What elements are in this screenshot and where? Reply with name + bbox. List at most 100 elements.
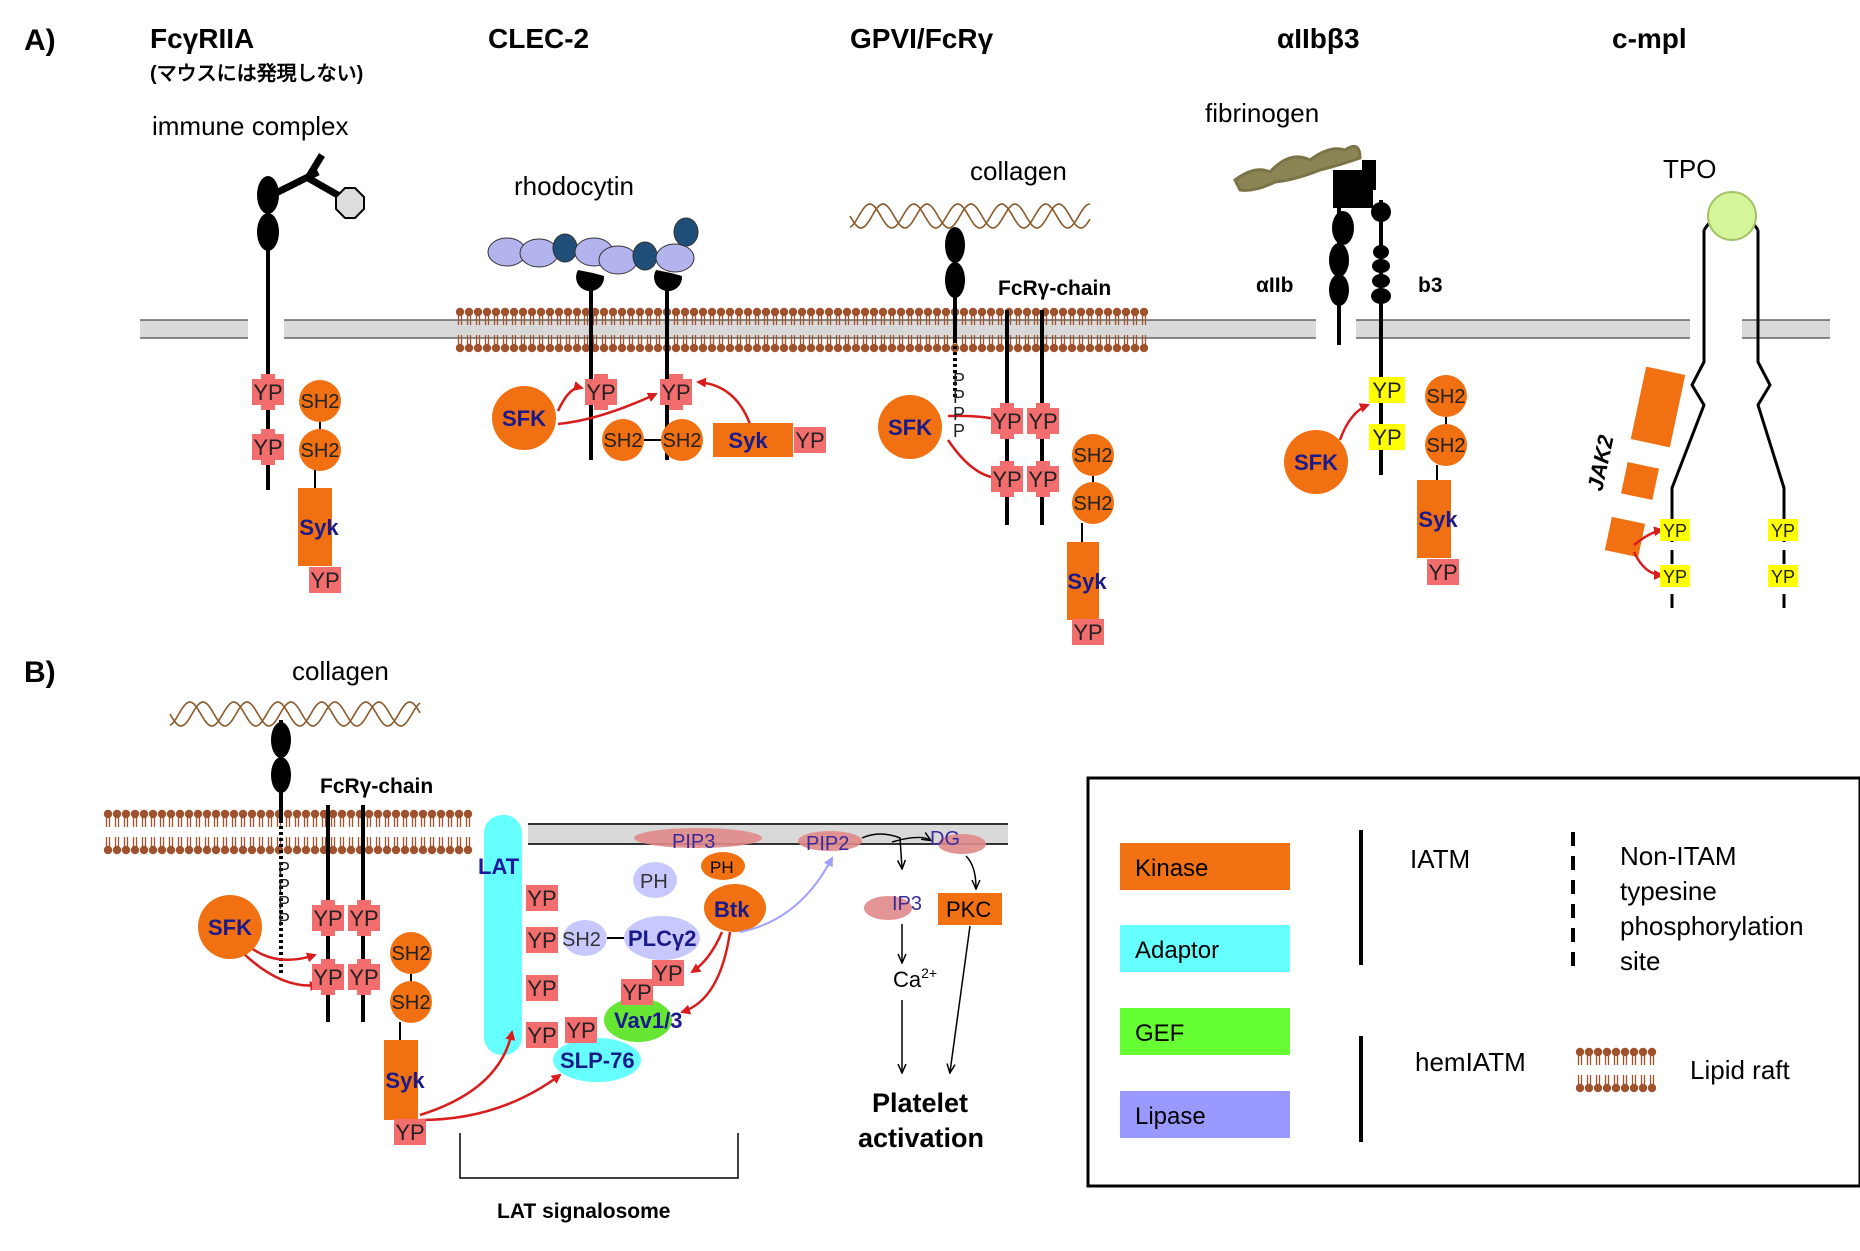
legend-lipase-label: Lipase bbox=[1135, 1103, 1206, 1130]
raft-a-head bbox=[617, 343, 627, 353]
aiib3-syk-yp-label: YP bbox=[1428, 560, 1457, 585]
panel-b-letter: B) bbox=[24, 656, 56, 689]
slp-yp-tag bbox=[565, 1017, 597, 1043]
raft-a-head bbox=[770, 343, 780, 353]
raft-a-head bbox=[833, 307, 843, 317]
plc-yp-tag bbox=[652, 960, 684, 986]
aiib3-yp2-label: YP bbox=[1372, 425, 1401, 450]
raft-a-head bbox=[491, 307, 501, 317]
dg bbox=[938, 834, 986, 854]
raft-a-head bbox=[1130, 307, 1140, 317]
raft-b-head bbox=[337, 809, 347, 819]
lat-yp2-tag bbox=[526, 927, 558, 953]
legend-lipase-swatch bbox=[1120, 1091, 1290, 1138]
fcgriia-yp2-tag bbox=[252, 434, 284, 460]
legend-lipid-raft-label: Lipid raft bbox=[1690, 1055, 1790, 1085]
legend-raft-head bbox=[1638, 1083, 1648, 1093]
b-sh2-1-domain bbox=[390, 932, 432, 974]
aiib3-sfk-circle bbox=[1284, 430, 1348, 494]
raft-a-head bbox=[1094, 343, 1104, 353]
raft-a-head bbox=[869, 307, 879, 317]
raft-a-head bbox=[491, 343, 501, 353]
raft-b-head bbox=[418, 845, 428, 855]
raft-a-head bbox=[878, 307, 888, 317]
raft-a-head bbox=[959, 307, 969, 317]
b-sfk-label: SFK bbox=[208, 915, 252, 940]
raft-a-head bbox=[806, 343, 816, 353]
raft-b-head bbox=[400, 809, 410, 819]
raft-a-head bbox=[1139, 343, 1149, 353]
legend-raft-head bbox=[1575, 1083, 1585, 1093]
raft-a-head bbox=[923, 307, 933, 317]
lat-yp3-label: YP bbox=[527, 976, 556, 1001]
raft-a-head bbox=[554, 307, 564, 317]
raft-a-head bbox=[536, 343, 546, 353]
raft-b-head bbox=[103, 809, 113, 819]
raft-b-head bbox=[229, 809, 239, 819]
raft-a-head bbox=[689, 343, 699, 353]
raft-a-head bbox=[599, 343, 609, 353]
slp76-label: SLP-76 bbox=[560, 1048, 635, 1073]
raft-b-head bbox=[265, 809, 275, 819]
raft-a-head bbox=[527, 343, 537, 353]
raft-a-head bbox=[563, 343, 573, 353]
collagen-fiber-b bbox=[169, 701, 421, 727]
raft-b-head bbox=[346, 845, 356, 855]
ph-label-plc: PH bbox=[640, 871, 668, 893]
aiib3-syk-yp-tag bbox=[1427, 559, 1459, 585]
fcgriia-sh2-1-label: SH2 bbox=[301, 391, 340, 413]
raft-b-head bbox=[202, 845, 212, 855]
gpvi-yp4-label: YP bbox=[1028, 467, 1057, 492]
raft-a-head bbox=[1022, 307, 1032, 317]
slp76 bbox=[553, 1038, 641, 1082]
clec2-syk-box bbox=[713, 423, 793, 457]
legend-non-itam-label-3: phosphorylation bbox=[1620, 911, 1804, 941]
lat-yp1-tag bbox=[526, 885, 558, 911]
legend-adaptor-swatch bbox=[1120, 925, 1290, 972]
fcgriia-note: (マウスには発現しない) bbox=[150, 61, 363, 85]
raft-a-head bbox=[752, 343, 762, 353]
immune-complex-label: immune complex bbox=[152, 111, 349, 141]
collagen-b-strand bbox=[169, 701, 421, 727]
raft-a-head bbox=[995, 343, 1005, 353]
raft-b-head bbox=[256, 809, 266, 819]
raft-a-head bbox=[1094, 307, 1104, 317]
raft-a-head bbox=[725, 307, 735, 317]
raft-a-head bbox=[671, 307, 681, 317]
raft-b-head bbox=[454, 845, 464, 855]
rhodocytin-subunit bbox=[598, 245, 638, 275]
fibrinogen-strand bbox=[1233, 144, 1362, 192]
raft-a-head bbox=[644, 307, 654, 317]
gpvi-sh2-2-domain bbox=[1072, 482, 1114, 524]
fcrg-chain-label-a: FcRγ-chain bbox=[998, 277, 1111, 300]
raft-a-head bbox=[689, 307, 699, 317]
plcg2 bbox=[624, 916, 700, 960]
btk-label: Btk bbox=[714, 897, 750, 922]
raft-a-head bbox=[896, 343, 906, 353]
raft-a-head bbox=[707, 343, 717, 353]
ph-label-btk: PH bbox=[710, 858, 734, 877]
raft-a-head bbox=[617, 307, 627, 317]
gpvi-p: P bbox=[953, 370, 965, 390]
raft-a-head bbox=[1058, 343, 1068, 353]
gpvi-yp4-tag bbox=[1027, 466, 1059, 492]
raft-a-head bbox=[500, 307, 510, 317]
legend-raft-head bbox=[1611, 1047, 1621, 1057]
raft-a-head bbox=[608, 307, 618, 317]
b-yp4-tag bbox=[348, 964, 380, 990]
vav bbox=[604, 998, 672, 1042]
raft-a-head bbox=[761, 307, 771, 317]
raft-b-head bbox=[463, 809, 473, 819]
raft-a-head bbox=[896, 307, 906, 317]
gpvi-yp2-label: YP bbox=[1028, 409, 1057, 434]
clec2-sh2-2-label: SH2 bbox=[663, 430, 702, 452]
raft-b-head bbox=[157, 809, 167, 819]
fcgriia-yp1-label: YP bbox=[253, 380, 282, 405]
pkc bbox=[938, 893, 1002, 925]
fcgriia-title: FcγRIIA bbox=[150, 23, 254, 54]
raft-a-head bbox=[473, 343, 483, 353]
raft-a-head bbox=[707, 307, 717, 317]
raft-a-head bbox=[1121, 343, 1131, 353]
legend-raft-head bbox=[1593, 1047, 1603, 1057]
aiib3-yp1-label: YP bbox=[1372, 378, 1401, 403]
